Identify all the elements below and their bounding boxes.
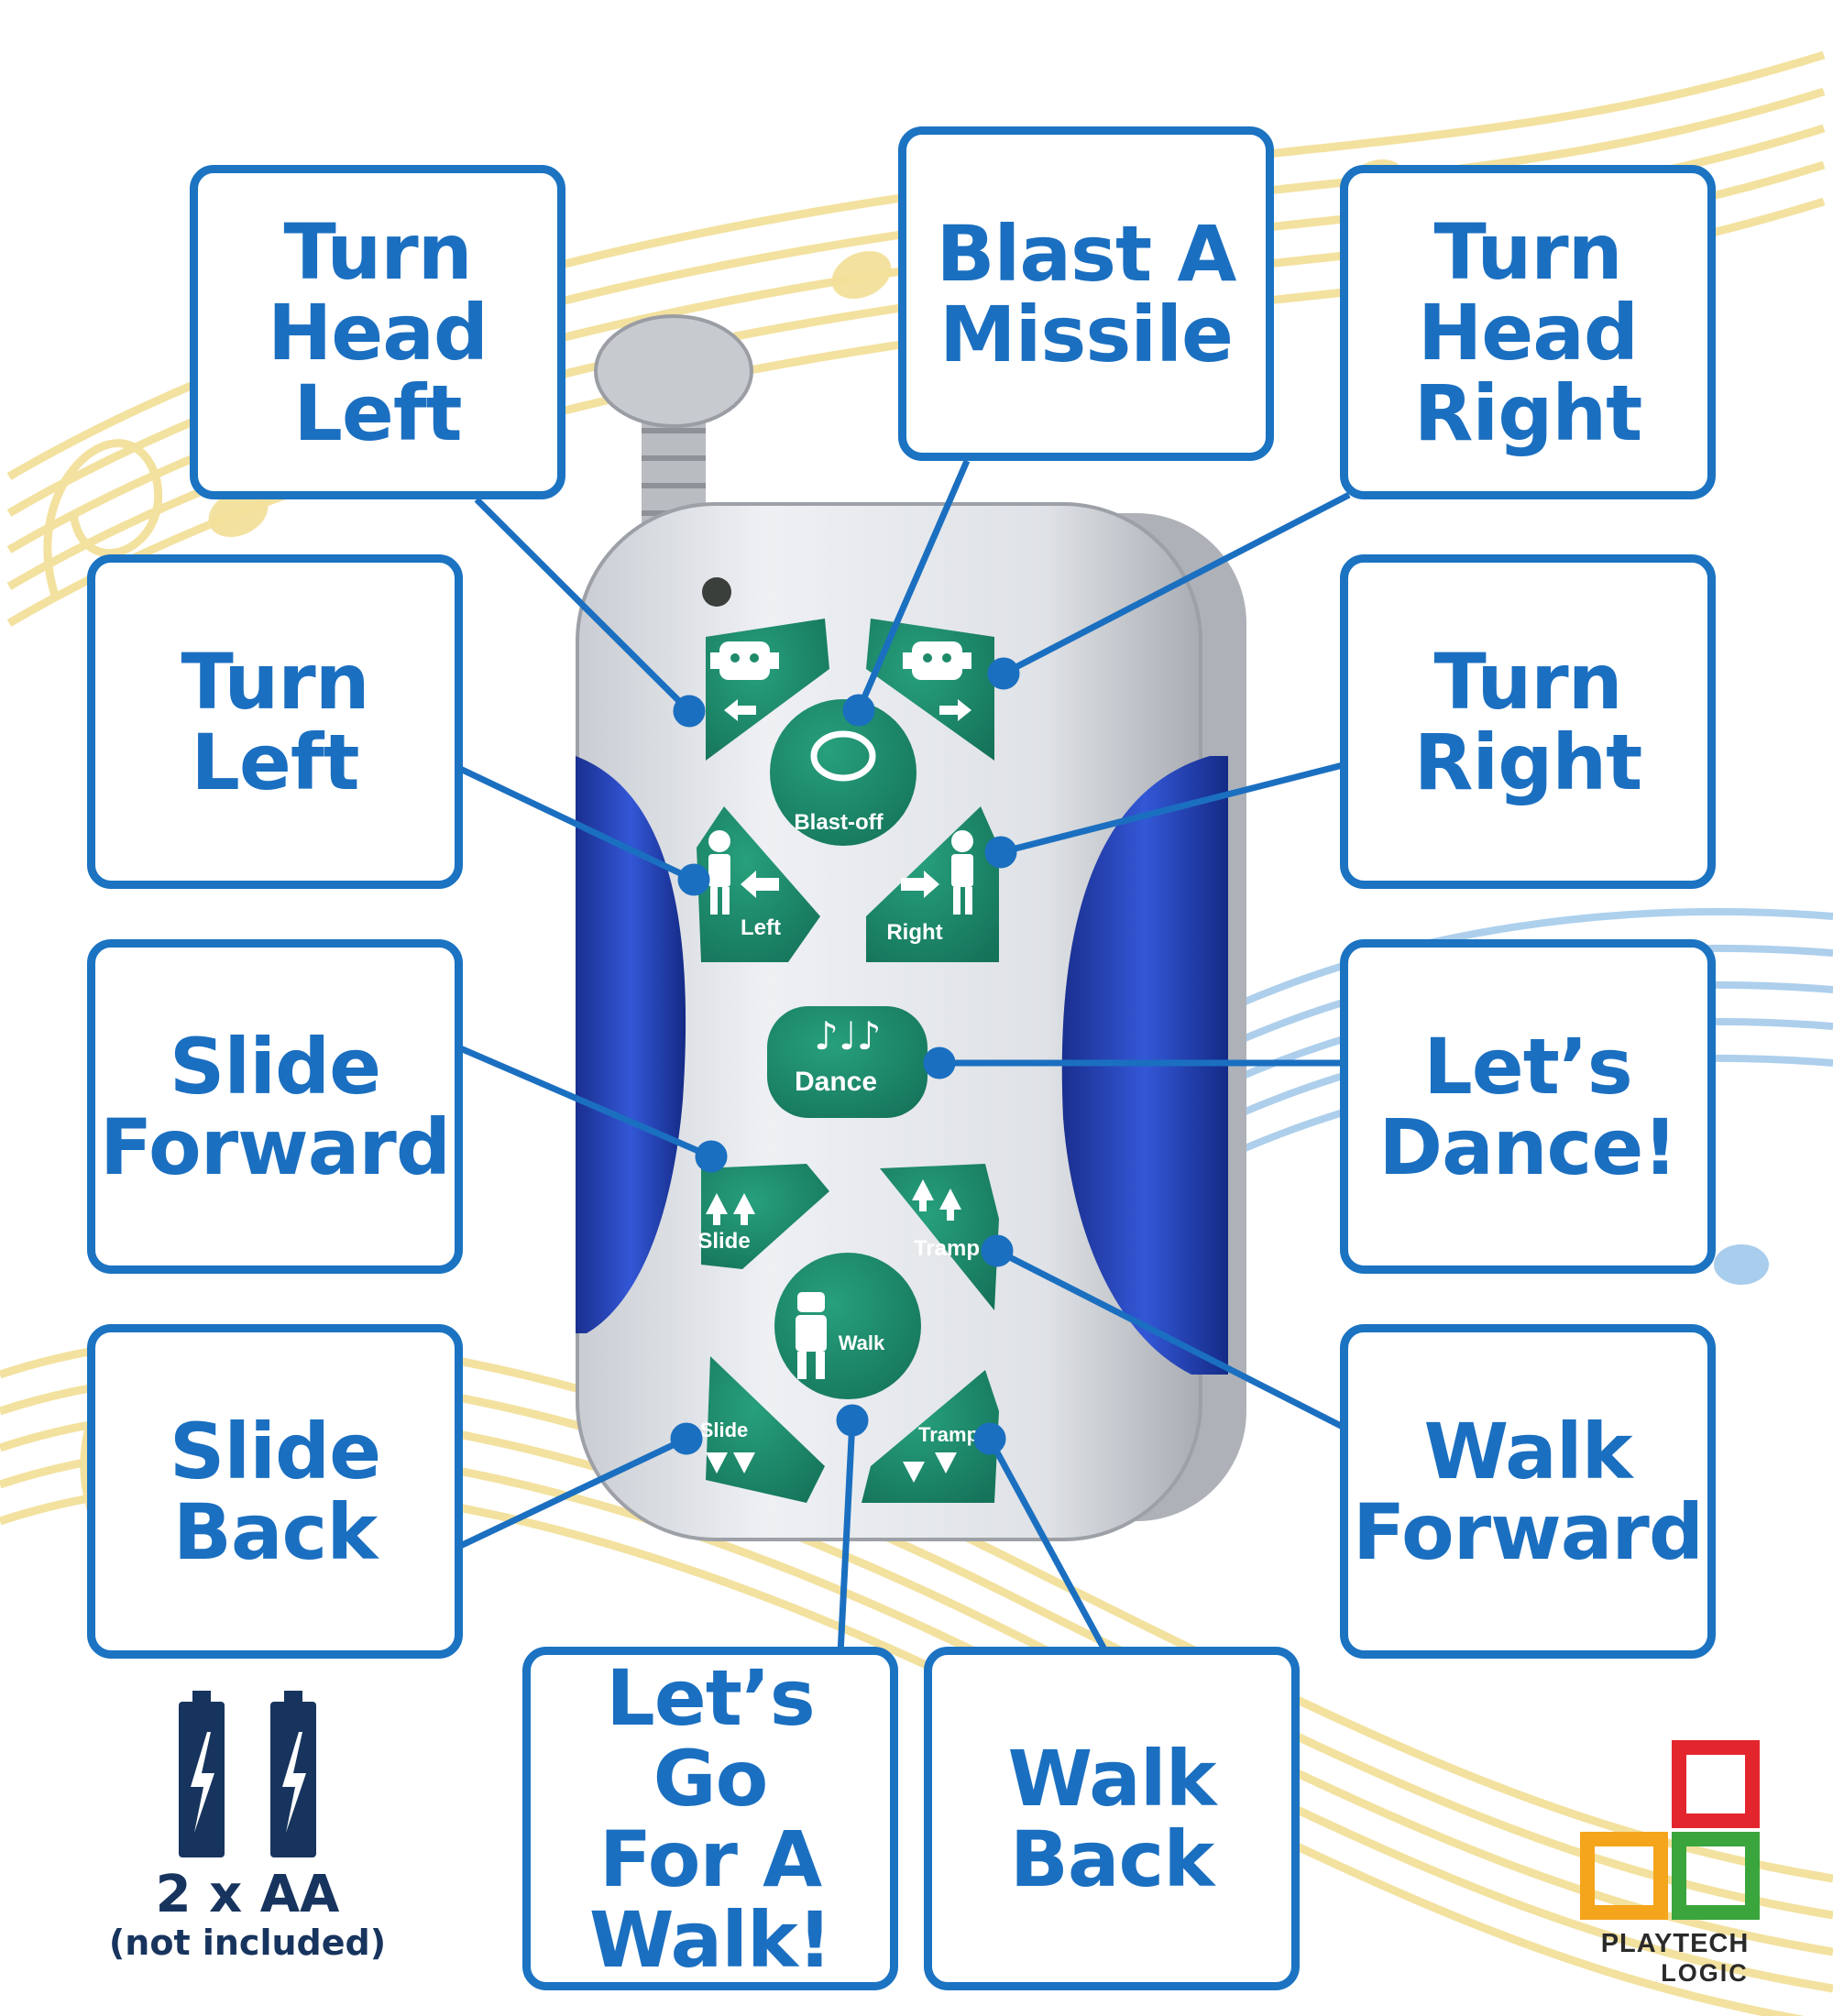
music-notes-icon: ♪♩♪ [814, 1013, 881, 1058]
logo-squares-icon [1580, 1740, 1760, 1920]
missile-icon [810, 730, 876, 782]
slide-forward-label: Slide [697, 1229, 750, 1254]
dance-button[interactable]: ♪♩♪ Dance [767, 1006, 927, 1118]
blast-off-label: Blast-off [794, 810, 884, 835]
robot-head-icon [903, 641, 971, 680]
callout-turn-left: Turn Left [87, 554, 463, 889]
arrow-icon [939, 699, 971, 721]
battery-info: 2 x AA (not included) [92, 1682, 403, 1963]
dance-label: Dance [795, 1067, 877, 1097]
arrow-icon [706, 1452, 755, 1474]
callout-walk-back: Walk Back [924, 1647, 1300, 1990]
callout-lets-dance: Let’s Dance! [1340, 939, 1716, 1274]
tramp-back-button[interactable]: Tramp [862, 1370, 999, 1503]
arrow-icon [901, 871, 939, 898]
callout-turn-head-right: Turn Head Right [1340, 165, 1716, 499]
robot-body-icon [796, 1292, 827, 1379]
tramp-forward-label: Tramp [914, 1236, 980, 1261]
brand-name: PLAYTECH [1600, 1929, 1750, 1958]
left-label: Left [741, 915, 781, 940]
callout-slide-forward: Slide Forward [87, 939, 463, 1274]
robot-body-icon [951, 830, 973, 915]
brand-sub: LOGIC [1661, 1959, 1749, 1987]
slide-back-button[interactable]: Slide [700, 1356, 825, 1503]
callout-walk-forward: Walk Forward [1340, 1324, 1716, 1659]
callout-slide-back: Slide Back [87, 1324, 463, 1659]
slide-back-label: Slide [700, 1419, 749, 1441]
battery-count: 2 x AA [155, 1865, 340, 1924]
tramp-back-label: Tramp [918, 1423, 979, 1446]
callout-turn-head-left: Turn Head Left [190, 165, 565, 499]
turn-left-button[interactable]: Left [697, 806, 820, 962]
arrow-icon [903, 1452, 957, 1483]
battery-note: (not included) [108, 1923, 387, 1963]
arrow-icon [741, 871, 779, 898]
turn-right-button[interactable]: Right [866, 806, 999, 962]
robot-head-icon [710, 641, 779, 680]
blast-off-button[interactable]: Blast-off [770, 699, 916, 846]
turn-head-left-button[interactable] [706, 619, 829, 761]
callout-turn-right: Turn Right [1340, 554, 1716, 889]
walk-label: Walk [839, 1331, 885, 1354]
left-grip [576, 756, 686, 1333]
arrow-icon [706, 1193, 755, 1214]
turn-head-right-button[interactable] [866, 619, 994, 761]
tramp-forward-button[interactable]: Tramp [880, 1164, 999, 1310]
slide-forward-button[interactable]: Slide [697, 1164, 829, 1269]
callout-blast-missile: Blast A Missile [898, 126, 1274, 461]
playtech-logic-logo: PLAYTECH LOGIC [1576, 1737, 1778, 1987]
robot-body-icon [708, 830, 730, 915]
right-label: Right [886, 920, 942, 945]
walk-button[interactable]: Walk [774, 1253, 921, 1399]
arrow-icon [912, 1179, 961, 1210]
battery-icon [179, 1691, 316, 1857]
callout-lets-go-walk: Let’s Go For A Walk! [522, 1647, 898, 1990]
arrow-icon [724, 699, 756, 721]
